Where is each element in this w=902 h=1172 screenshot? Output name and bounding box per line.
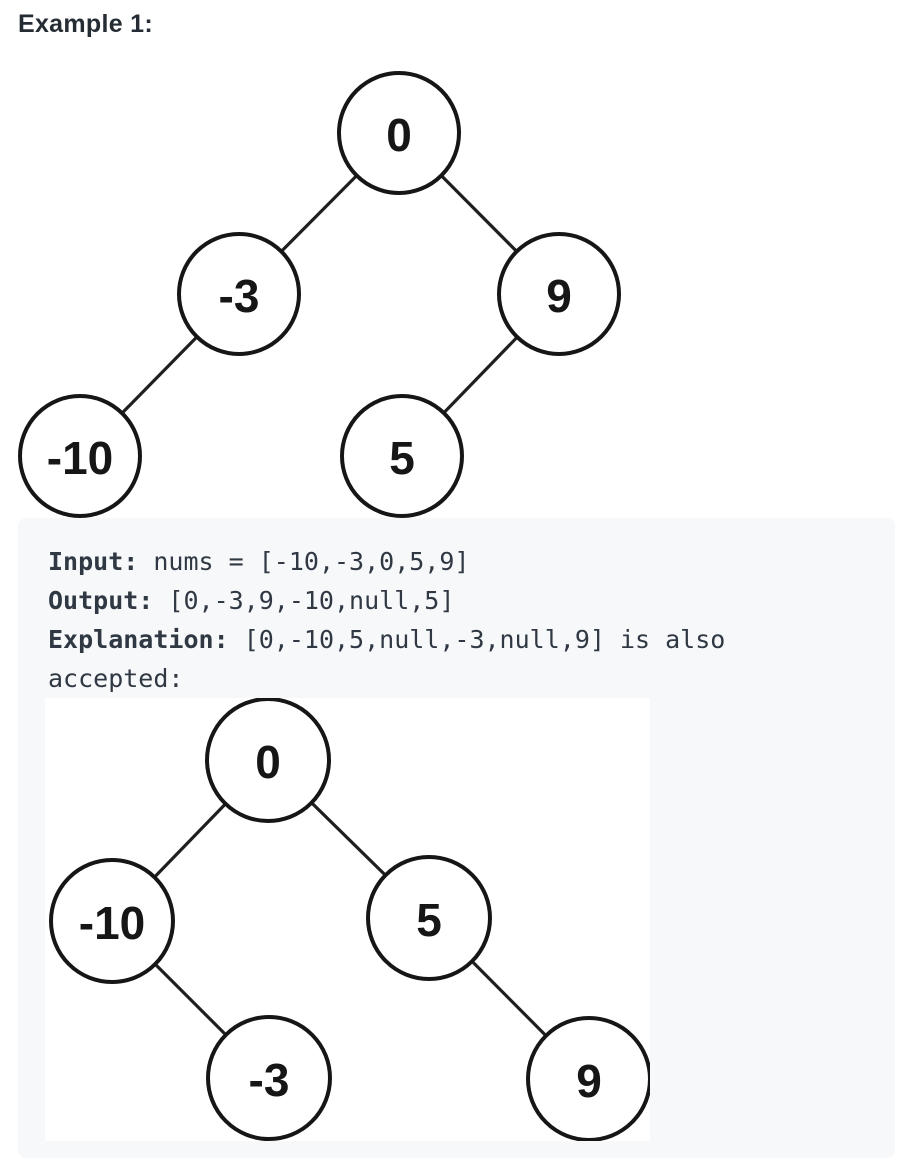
tree-node-0: 0 [205,698,331,823]
tree-node-value: -3 [219,270,260,322]
tree-node-value: 0 [386,109,412,161]
tree-node-value: 0 [255,736,281,788]
tree-node-circle [206,1015,332,1141]
tree-node-value: -10 [47,432,113,484]
tree-node-circle [18,394,142,518]
input-line: Input: nums = [-10,-3,0,5,9] [48,542,855,581]
tree-node-value: 9 [546,270,572,322]
explanation-line: Explanation: [0,-10,5,null,-3,null,9] is… [48,620,855,698]
output-line: Output: [0,-3,9,-10,null,5] [48,581,855,620]
tree-node-5: 5 [340,394,464,518]
output-label: Output: [48,586,154,615]
tree-node-9: 9 [526,1016,650,1141]
explanation-value: [0,-10,5,null,-3,null,9] is also accepte… [48,625,726,693]
output-value: [0,-3,9,-10,null,5] [168,586,455,615]
tree-node-value: 5 [416,894,442,946]
tree-node-value: 5 [389,432,415,484]
tree-node-circle [177,232,301,356]
explanation-label: Explanation: [48,625,229,654]
input-value: nums = [-10,-3,0,5,9] [153,547,470,576]
tree-node--3: -3 [177,232,301,356]
tree-node-circle [49,858,175,984]
tree-node-5: 5 [366,855,492,981]
binary-tree-diagram-main: 0 -3 9 -10 5 [18,71,621,518]
tree-node-0: 0 [337,71,461,195]
tree-node-circle [366,855,492,981]
example-title: Example 1: [18,10,154,38]
tree-node-circle [526,1016,650,1141]
tree-node--10: -10 [18,394,142,518]
tree-node-circle [337,71,461,195]
tree-image-alternate: 0 -10 5 -3 9 [45,698,650,1141]
tree-node-value: 9 [576,1055,602,1107]
tree-node-9: 9 [497,232,621,356]
tree-node--3: -3 [206,1015,332,1141]
tree-node-circle [497,232,621,356]
example-io-block: Input: nums = [-10,-3,0,5,9] Output: [0,… [18,518,895,1158]
binary-tree-diagram-alternate: 0 -10 5 -3 9 [49,698,650,1141]
tree-node-circle [205,698,331,823]
tree-node--10: -10 [49,858,175,984]
tree-node-circle [340,394,464,518]
tree-node-value: -3 [249,1054,290,1106]
input-label: Input: [48,547,139,576]
tree-node-value: -10 [79,897,145,949]
